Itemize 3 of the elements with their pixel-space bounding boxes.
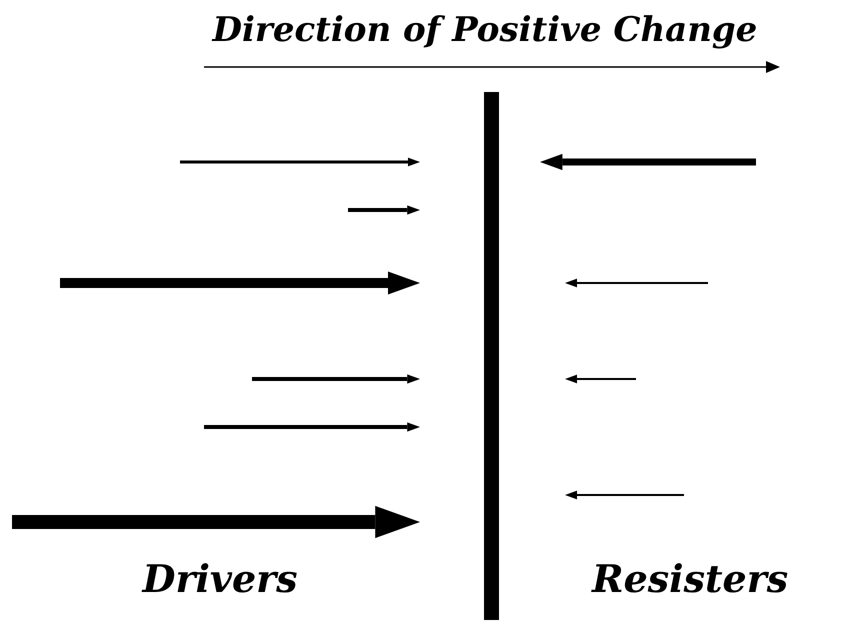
side-label: Drivers: [142, 558, 298, 600]
side-label: Resisters: [592, 558, 788, 600]
title: Direction of Positive Change: [212, 12, 758, 50]
